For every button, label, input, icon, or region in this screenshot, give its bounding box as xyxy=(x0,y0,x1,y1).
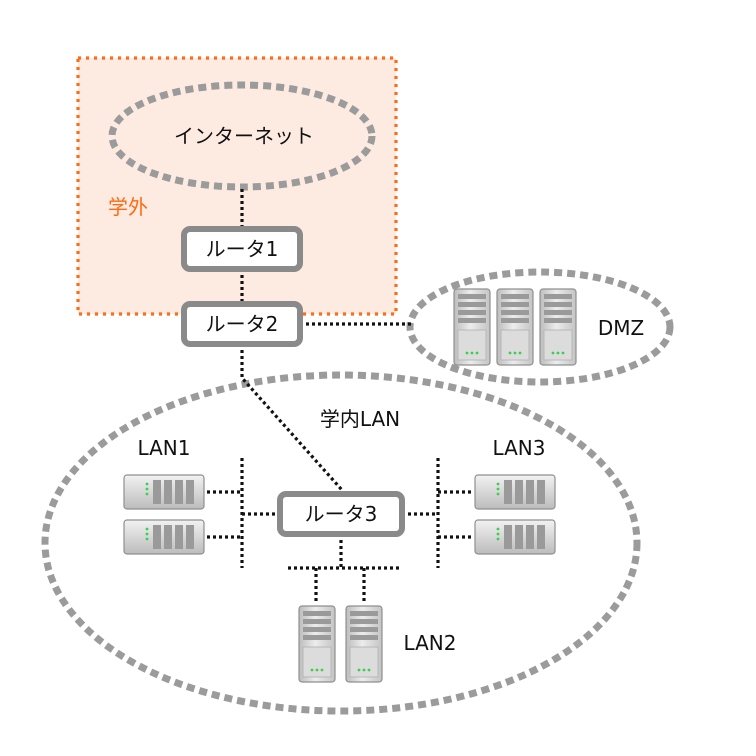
lan3-label: LAN3 xyxy=(493,436,546,460)
internet-label: インターネット xyxy=(174,124,314,148)
router2: ルータ2 xyxy=(181,301,303,347)
lan3-server xyxy=(474,474,556,510)
lan1-server xyxy=(123,474,205,510)
dmz-server xyxy=(453,288,491,366)
router2-label: ルータ2 xyxy=(206,312,279,336)
link-router2-router3 xyxy=(240,344,344,492)
lan1-server xyxy=(123,519,205,555)
router1-label: ルータ1 xyxy=(206,237,279,261)
campus-lan-zone xyxy=(41,371,641,715)
lan2-label: LAN2 xyxy=(404,631,457,655)
campus-lan-label: 学内LAN xyxy=(320,407,400,431)
lan1-label: LAN1 xyxy=(138,436,191,460)
router3-label: ルータ3 xyxy=(305,502,378,526)
lan2-server xyxy=(298,605,336,683)
dmz-zone xyxy=(406,268,674,386)
dmz-server xyxy=(539,288,577,366)
outside-zone xyxy=(76,56,398,316)
dmz-label: DMZ xyxy=(598,316,644,340)
links xyxy=(207,189,474,604)
internet-cloud xyxy=(108,81,376,191)
lan3-server xyxy=(474,519,556,555)
router1: ルータ1 xyxy=(181,226,303,272)
dmz-server xyxy=(496,288,534,366)
lan2-server xyxy=(345,605,383,683)
outside-label: 学外 xyxy=(108,195,148,219)
router3: ルータ3 xyxy=(277,491,405,537)
